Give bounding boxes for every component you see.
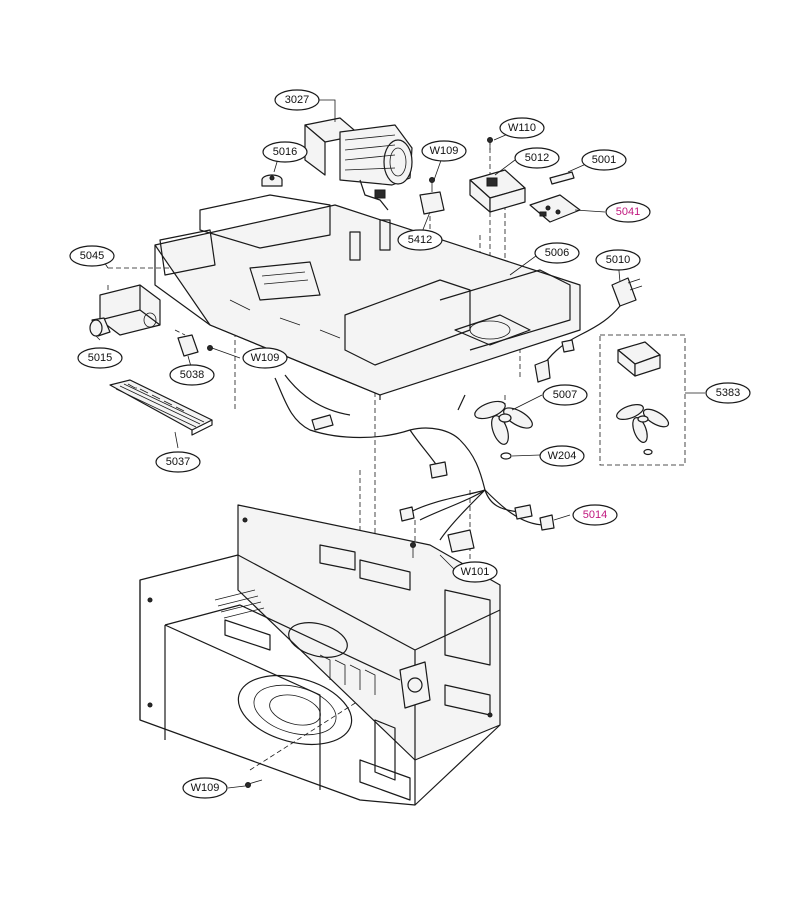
svg-text:5006: 5006 [545,247,569,259]
svg-text:5383: 5383 [716,387,740,399]
callout-5015: 5015 [77,347,123,369]
svg-text:W109: W109 [191,782,220,794]
svg-text:3027: 3027 [285,94,309,106]
svg-text:W109: W109 [251,352,280,364]
svg-text:5012: 5012 [525,152,549,164]
callout-w109-mid: W109 [242,347,288,369]
callout-5007: 5007 [542,384,588,406]
oven-cavity-chassis [139,504,501,806]
callout-5014: 5014 [572,504,618,526]
callout-5006: 5006 [534,242,580,264]
svg-text:W110: W110 [508,122,536,134]
svg-text:W101: W101 [461,566,490,578]
svg-text:5038: 5038 [180,369,204,381]
svg-text:5016: 5016 [273,146,297,158]
svg-text:5041: 5041 [616,206,640,218]
svg-text:W109: W109 [430,145,459,157]
power-cord [534,277,643,383]
callout-w109-top: W109 [421,140,467,162]
fasteners [410,137,493,558]
callout-5010: 5010 [595,249,641,271]
svg-text:W204: W204 [548,450,577,462]
callout-5045: 5045 [69,245,115,267]
callout-5012: 5012 [514,147,560,169]
kit-box [599,334,686,466]
nut-w204 [500,452,512,460]
callout-5038: 5038 [169,364,215,386]
wire-harness [274,374,555,553]
pcb-holder [469,169,526,213]
svg-text:5045: 5045 [80,250,104,262]
callout-5001: 5001 [581,149,627,171]
fan-blade [474,400,533,445]
lamp-housing [99,284,161,336]
callout-w109-bottom: W109 [182,777,228,799]
relay-component [419,180,445,215]
svg-text:5015: 5015 [88,352,112,364]
callout-5041: 5041 [605,201,651,223]
callout-5016: 5016 [262,141,308,163]
thermostat [261,174,283,187]
callout-5383: 5383 [705,382,751,404]
base-plate-assembly [154,194,581,400]
svg-text:5010: 5010 [606,254,630,266]
lamp-socket [177,334,213,357]
svg-text:5007: 5007 [553,389,577,401]
svg-text:5037: 5037 [166,456,190,468]
callout-w110: W110 [499,117,545,139]
svg-text:5001: 5001 [592,154,616,166]
callout-3027: 3027 [274,89,320,111]
callout-5412: 5412 [397,229,443,251]
callout-w204: W204 [539,445,585,467]
fan-motor-assembly [304,117,413,211]
vent-grille [109,379,213,436]
fuse [549,171,575,185]
svg-text:5014: 5014 [583,509,607,521]
lamp-bulb [89,317,111,337]
callout-5037: 5037 [155,451,201,473]
svg-text:5412: 5412 [408,234,432,246]
control-board [529,194,581,223]
callout-w101: W101 [452,561,498,583]
